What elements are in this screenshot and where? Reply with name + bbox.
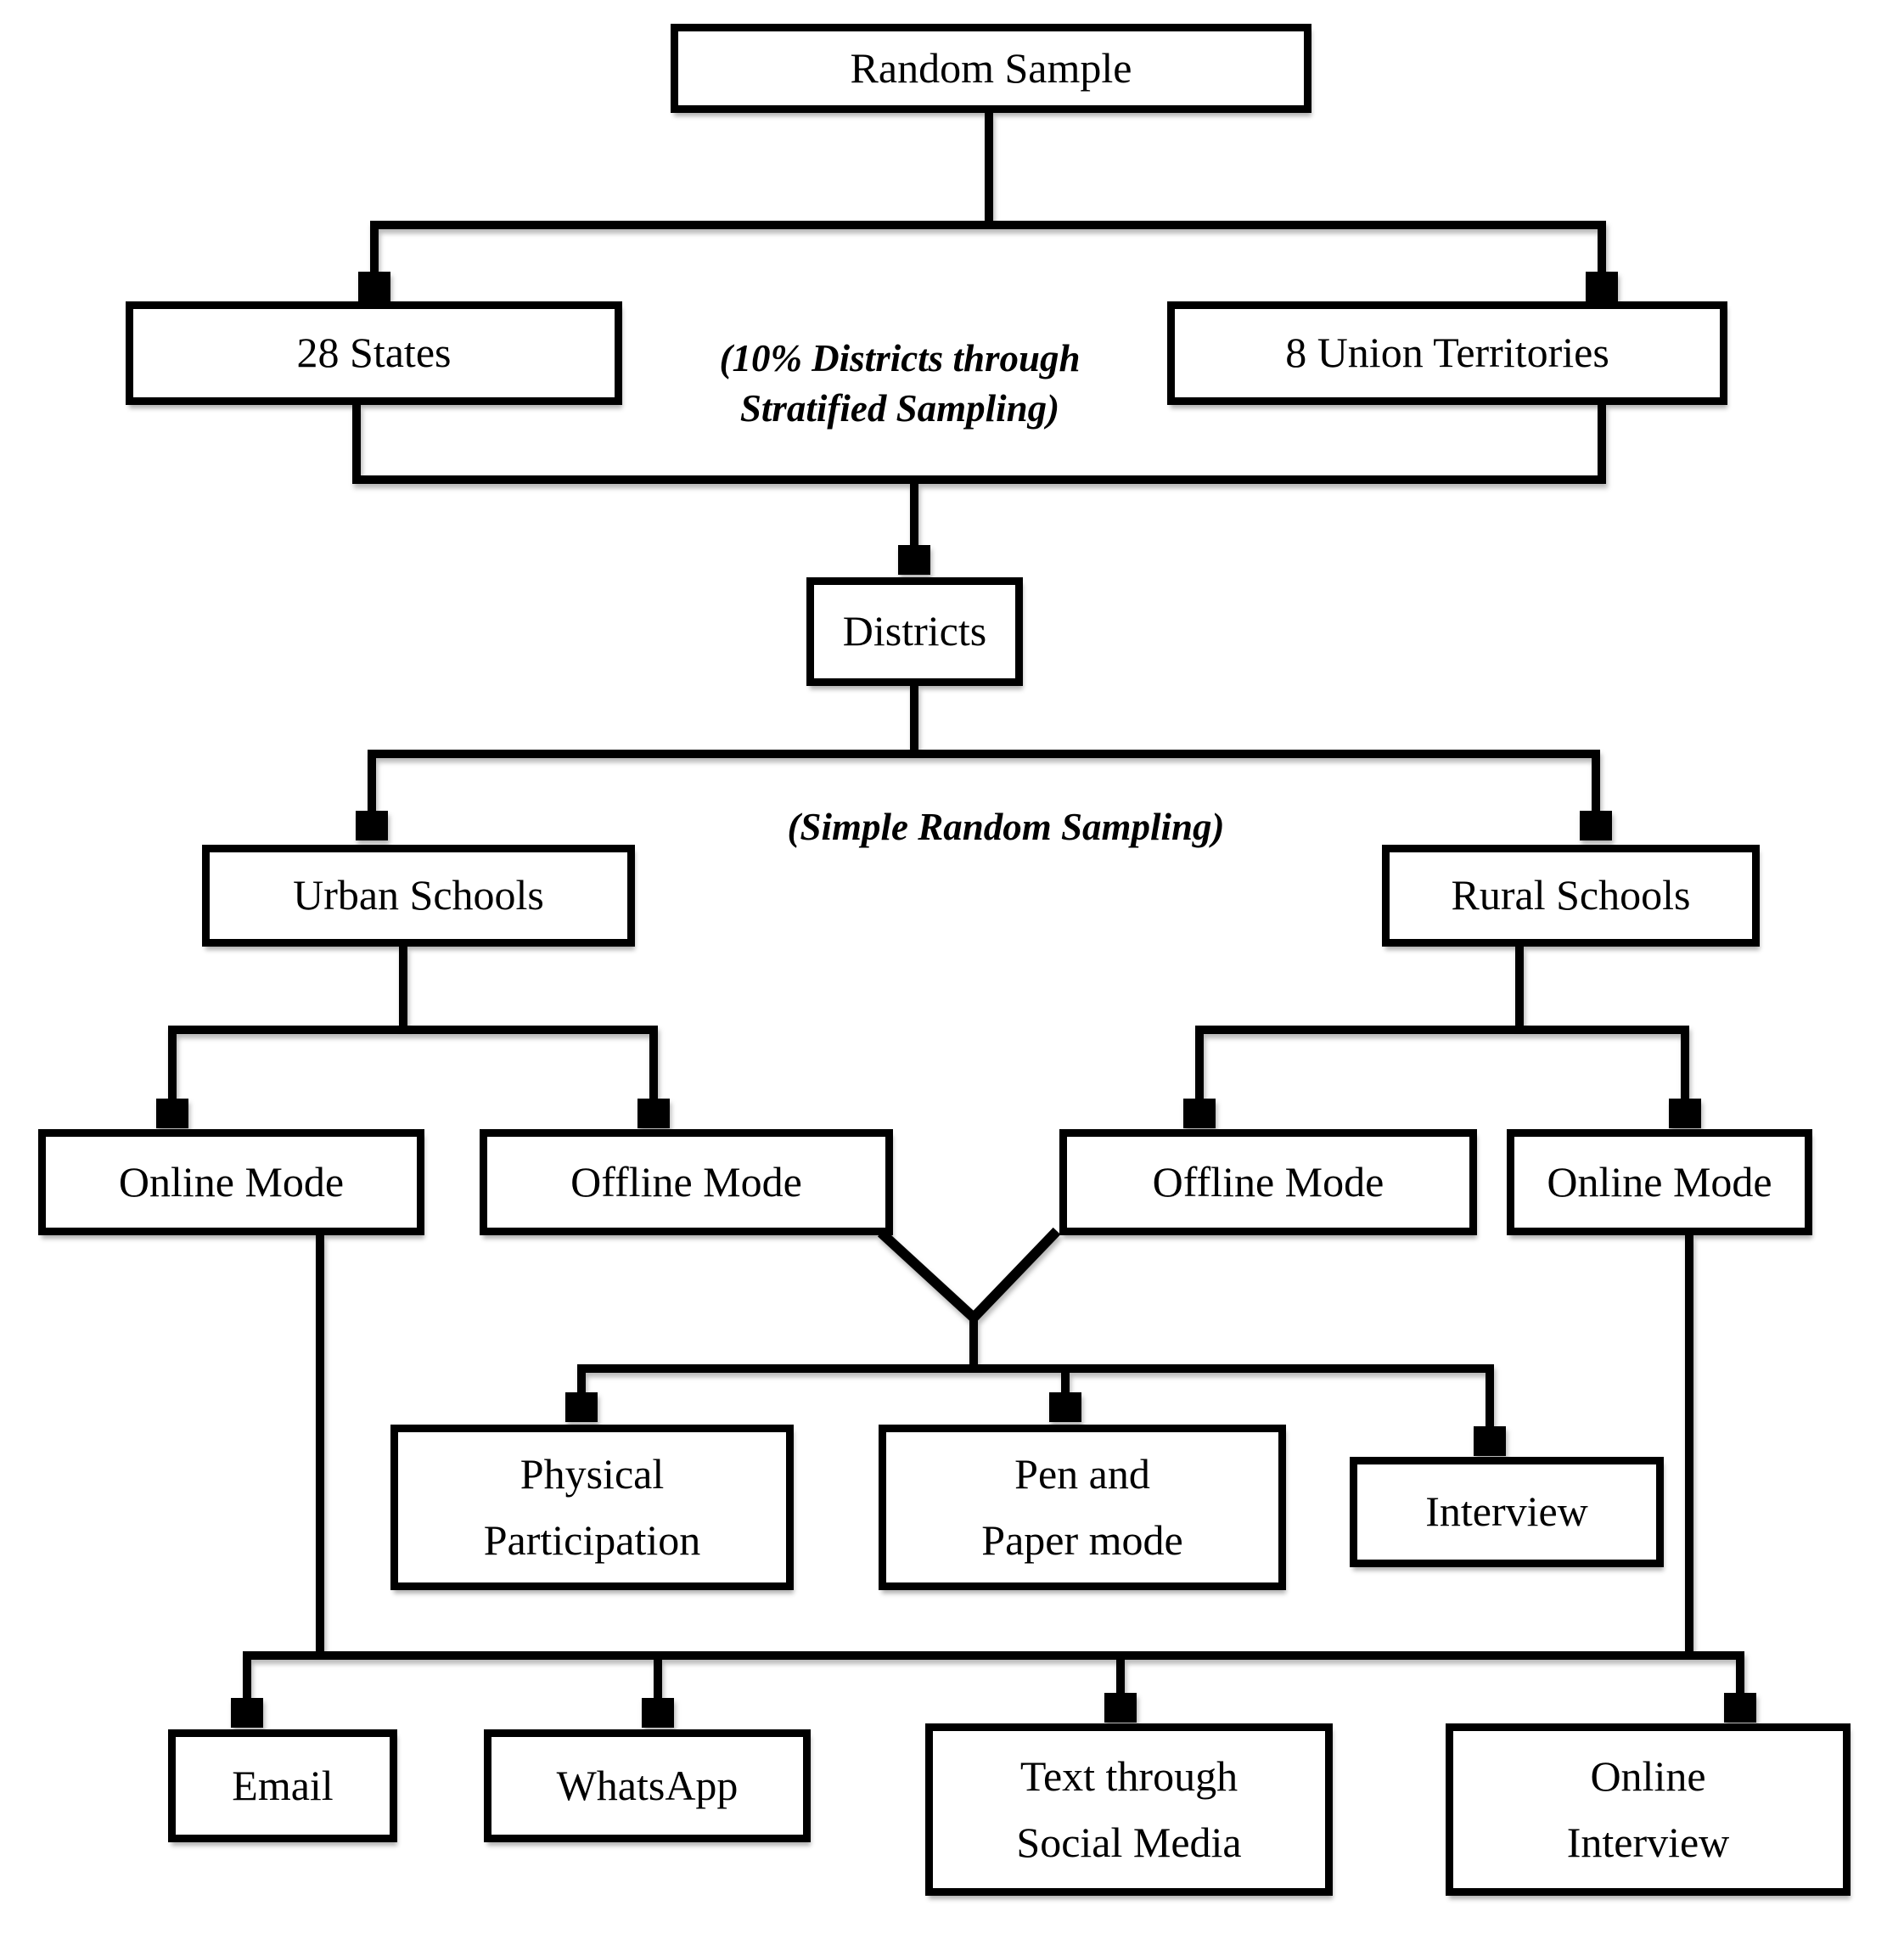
node-28-states: 28 States	[126, 301, 622, 405]
node-28-states-label: 28 States	[296, 329, 452, 377]
node-physical-participation-line1: Physical	[520, 1450, 665, 1498]
edge-online-converge	[247, 1235, 1740, 1722]
node-rural-schools: Rural Schools	[1382, 845, 1760, 947]
node-offline-mode-rural: Offline Mode	[1059, 1129, 1477, 1235]
node-8-union-territories-label: 8 Union Territories	[1285, 329, 1609, 377]
node-online-mode-rural: Online Mode	[1507, 1129, 1812, 1235]
node-email-label: Email	[232, 1761, 334, 1809]
node-email: Email	[168, 1729, 397, 1842]
node-districts: Districts	[806, 577, 1023, 686]
node-online-interview-line2: Interview	[1566, 1818, 1730, 1866]
node-interview-label: Interview	[1425, 1487, 1588, 1536]
node-districts-label: Districts	[842, 607, 987, 655]
node-text-social-media: Text through Social Media	[925, 1723, 1333, 1896]
annotation-stratified-line2: Stratified Sampling)	[739, 387, 1060, 430]
node-rural-schools-label: Rural Schools	[1451, 871, 1691, 919]
node-interview: Interview	[1350, 1457, 1664, 1567]
node-physical-participation: Physical Participation	[390, 1425, 794, 1590]
node-whatsapp: WhatsApp	[484, 1729, 811, 1842]
edge-randomsample-split	[370, 113, 1606, 295]
node-offline-mode-rural-label: Offline Mode	[1152, 1157, 1384, 1206]
node-text-social-media-line1: Text through	[1019, 1752, 1238, 1800]
node-online-mode-urban-label: Online Mode	[118, 1157, 345, 1206]
node-random-sample-label: Random Sample	[850, 43, 1132, 92]
node-whatsapp-label: WhatsApp	[556, 1761, 739, 1809]
node-physical-participation-line2: Participation	[483, 1515, 701, 1564]
node-offline-mode-urban: Offline Mode	[480, 1129, 893, 1235]
node-pen-paper-mode-line2: Paper mode	[981, 1515, 1183, 1564]
edge-urban-split	[168, 947, 658, 1122]
node-urban-schools: Urban Schools	[202, 845, 635, 947]
edge-districts-split	[368, 686, 1600, 835]
node-random-sample: Random Sample	[671, 24, 1311, 113]
annotation-simple-random-sampling: (Simple Random Sampling)	[747, 802, 1265, 852]
node-online-interview: Online Interview	[1446, 1723, 1851, 1896]
edge-offline-converge	[577, 1227, 1490, 1450]
node-urban-schools-label: Urban Schools	[293, 871, 544, 919]
edge-converge-districts	[352, 405, 1606, 569]
annotation-stratified-sampling: (10% Districts through Stratified Sampli…	[628, 334, 1171, 435]
annotation-simple-random-label: (Simple Random Sampling)	[787, 806, 1225, 848]
node-online-mode-rural-label: Online Mode	[1547, 1157, 1772, 1206]
node-8-union-territories: 8 Union Territories	[1167, 301, 1727, 405]
node-online-interview-line1: Online	[1590, 1752, 1706, 1800]
node-pen-paper-mode-line1: Pen and	[1014, 1450, 1150, 1498]
annotation-stratified-line1: (10% Districts through	[719, 337, 1081, 379]
node-pen-paper-mode: Pen and Paper mode	[879, 1425, 1286, 1590]
node-offline-mode-urban-label: Offline Mode	[570, 1157, 802, 1206]
edge-rural-split	[1195, 947, 1689, 1122]
node-text-social-media-line2: Social Media	[1016, 1818, 1242, 1866]
node-online-mode-urban: Online Mode	[38, 1129, 424, 1235]
